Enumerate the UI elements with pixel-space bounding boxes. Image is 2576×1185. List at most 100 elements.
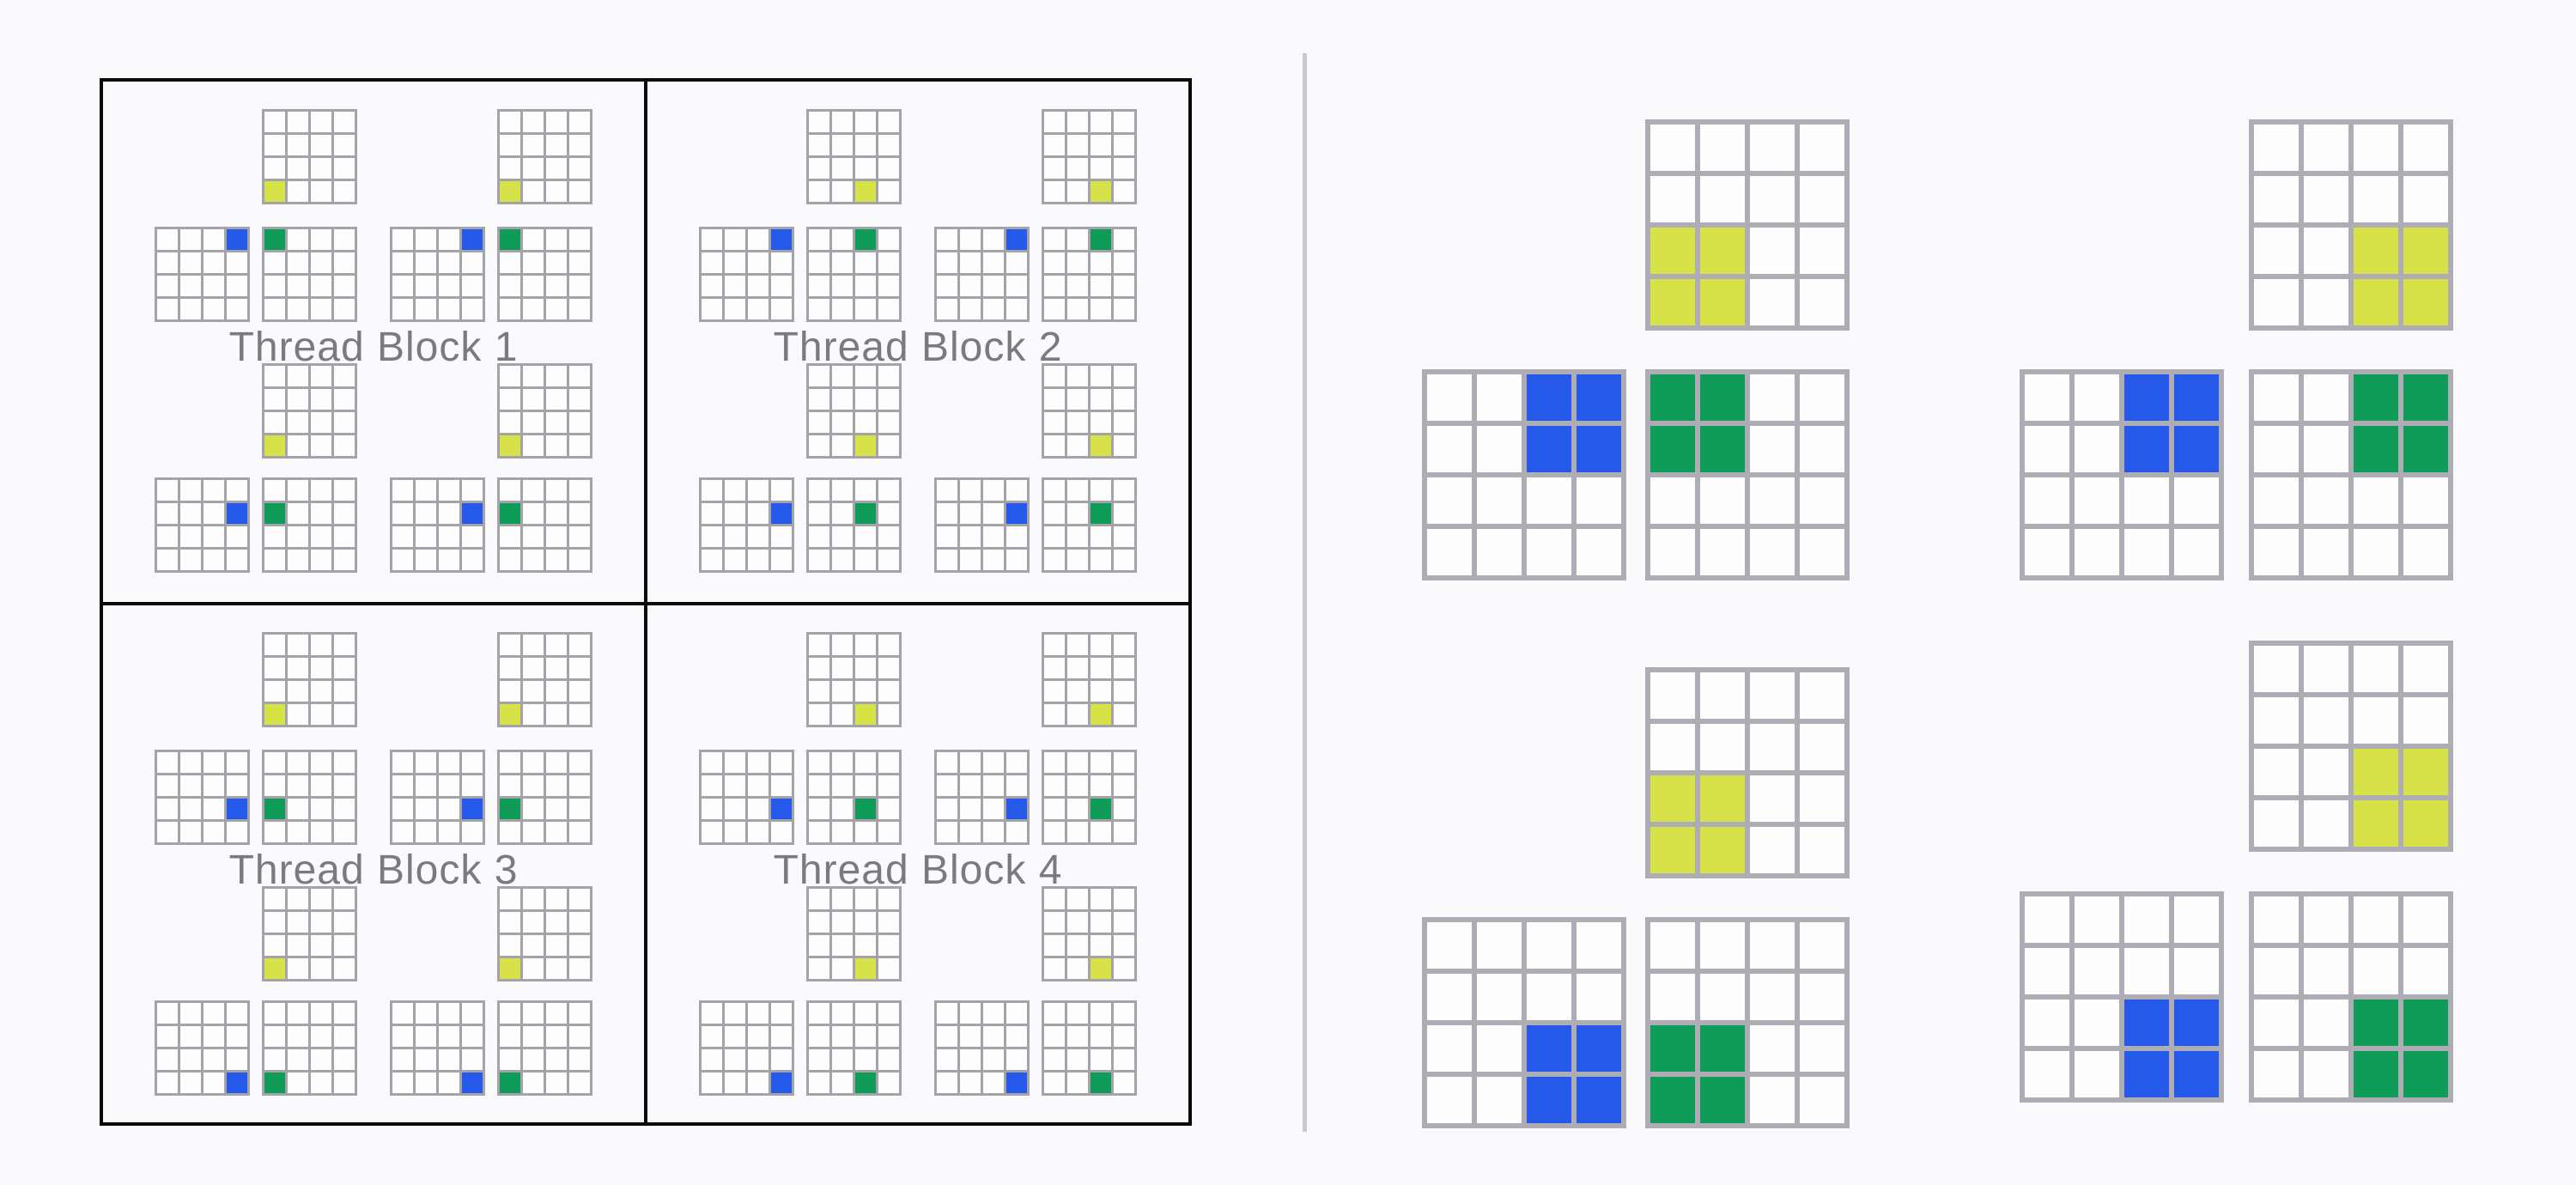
matrix-a-tile xyxy=(390,750,485,845)
thread-block-4-zoom-matrix-a-tile xyxy=(2020,891,2224,1103)
grid-cell xyxy=(2403,1051,2448,1097)
grid-cell xyxy=(855,704,876,725)
grid-cell xyxy=(937,252,957,273)
grid-cell xyxy=(1091,935,1111,956)
grid-cell xyxy=(416,1003,436,1024)
grid-cell xyxy=(311,681,331,702)
grid-cell xyxy=(1800,279,1844,325)
grid-cell xyxy=(983,252,1004,273)
grid-cell xyxy=(771,1026,792,1047)
grid-cell xyxy=(439,503,459,524)
grid-cell xyxy=(1800,374,1844,421)
grid-cell xyxy=(1067,912,1088,933)
grid-cell xyxy=(1091,822,1111,842)
matrix-b-tile xyxy=(497,109,592,204)
grid-cell xyxy=(702,276,722,296)
grid-cell xyxy=(1044,181,1065,202)
grid-cell xyxy=(1477,1077,1522,1123)
grid-cell xyxy=(1650,477,1695,524)
grid-cell xyxy=(157,1049,178,1070)
grid-cell xyxy=(1067,752,1088,773)
grid-cell xyxy=(1114,252,1134,273)
grid-cell xyxy=(1067,181,1088,202)
grid-cell xyxy=(569,799,590,819)
grid-cell xyxy=(1067,775,1088,796)
grid-cell xyxy=(523,1026,544,1047)
grid-cell xyxy=(334,299,355,319)
grid-cell xyxy=(1800,529,1844,575)
grid-cell xyxy=(311,1049,331,1070)
grid-cell xyxy=(983,775,1004,796)
grid-cell xyxy=(1114,412,1134,433)
grid-cell xyxy=(725,229,745,250)
grid-cell xyxy=(334,1003,355,1024)
grid-cell xyxy=(1044,1049,1065,1070)
grid-cell xyxy=(1577,974,1621,1020)
grid-cell xyxy=(2174,1051,2219,1097)
grid-cell xyxy=(2354,1051,2398,1097)
grid-cell xyxy=(227,775,247,796)
grid-cell xyxy=(1114,752,1134,773)
grid-cell xyxy=(204,229,224,250)
grid-cell xyxy=(288,1049,308,1070)
grid-cell xyxy=(311,412,331,433)
grid-cell xyxy=(855,135,876,155)
grid-cell xyxy=(1067,889,1088,909)
grid-cell xyxy=(855,412,876,433)
grid-cell xyxy=(546,1026,567,1047)
matrix-c-tile xyxy=(1042,477,1137,573)
matrix-a-tile xyxy=(699,227,794,322)
grid-cell xyxy=(832,550,853,570)
grid-cell xyxy=(832,799,853,819)
grid-cell xyxy=(1044,526,1065,547)
grid-cell xyxy=(771,822,792,842)
grid-cell xyxy=(569,775,590,796)
grid-cell xyxy=(439,229,459,250)
grid-cell xyxy=(2403,529,2448,575)
grid-cell xyxy=(2254,279,2299,325)
grid-cell xyxy=(832,635,853,655)
grid-cell xyxy=(937,503,957,524)
grid-cell xyxy=(569,1003,590,1024)
grid-cell xyxy=(855,958,876,979)
grid-cell xyxy=(392,1026,413,1047)
grid-cell xyxy=(392,775,413,796)
grid-cell xyxy=(227,1073,247,1093)
grid-cell xyxy=(2174,477,2219,524)
grid-cell xyxy=(1114,935,1134,956)
grid-cell xyxy=(204,503,224,524)
grid-cell xyxy=(264,799,285,819)
grid-cell xyxy=(1067,480,1088,501)
grid-cell xyxy=(2304,477,2348,524)
grid-cell xyxy=(416,276,436,296)
grid-cell xyxy=(334,635,355,655)
grid-cell xyxy=(937,1073,957,1093)
grid-cell xyxy=(334,503,355,524)
grid-cell xyxy=(334,958,355,979)
grid-cell xyxy=(1114,526,1134,547)
grid-cell xyxy=(500,799,520,819)
grid-cell xyxy=(416,775,436,796)
grid-cell xyxy=(546,658,567,678)
grid-cell xyxy=(878,912,899,933)
grid-cell xyxy=(523,958,544,979)
grid-cell xyxy=(1114,635,1134,655)
grid-cell xyxy=(500,112,520,132)
grid-cell xyxy=(1427,1025,1472,1072)
grid-cell xyxy=(878,158,899,179)
grid-cell xyxy=(1091,389,1111,410)
grid-cell xyxy=(2025,896,2069,943)
grid-cell xyxy=(569,252,590,273)
grid-cell xyxy=(983,550,1004,570)
grid-cell xyxy=(2075,896,2119,943)
grid-cell xyxy=(1700,1025,1745,1072)
grid-cell xyxy=(569,366,590,386)
grid-cell xyxy=(264,1026,285,1047)
grid-cell xyxy=(878,299,899,319)
grid-cell xyxy=(1067,822,1088,842)
grid-cell xyxy=(1650,724,1695,770)
grid-cell xyxy=(960,252,981,273)
grid-cell xyxy=(264,158,285,179)
grid-cell xyxy=(462,799,483,819)
grid-cell xyxy=(1114,158,1134,179)
